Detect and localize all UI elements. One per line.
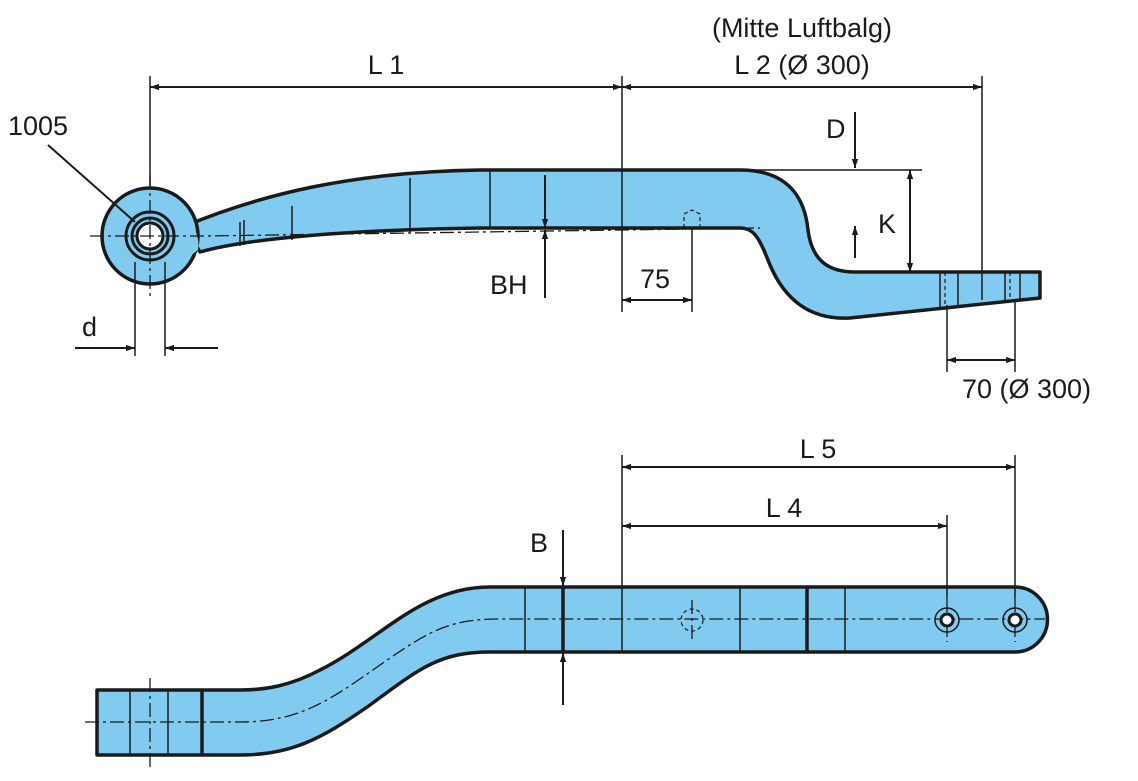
hole-l4 — [934, 607, 960, 633]
label-l1: L 1 — [368, 50, 405, 80]
label-d-lower: d — [82, 312, 97, 342]
spring-leaf-top — [95, 585, 1050, 757]
leader-1005 — [47, 144, 136, 223]
label-70: 70 (Ø 300) — [962, 374, 1091, 404]
label-b: B — [530, 528, 548, 558]
label-d-upper: D — [826, 114, 846, 144]
label-mitte: (Mitte Luftbalg) — [712, 13, 892, 43]
label-bh: BH — [490, 270, 528, 300]
label-part-no: 1005 — [8, 111, 68, 141]
side-view: (Mitte Luftbalg) L 1 L 2 (Ø 300) 1005 D … — [8, 13, 1091, 404]
label-l2: L 2 (Ø 300) — [734, 50, 870, 80]
label-l5: L 5 — [800, 434, 837, 464]
label-l4: L 4 — [766, 493, 803, 523]
spring-leaf-side — [183, 168, 1042, 320]
hole-l5 — [1002, 607, 1028, 633]
label-k: K — [878, 209, 896, 239]
center-hole — [680, 608, 704, 632]
label-75: 75 — [640, 264, 670, 294]
top-view: L 5 L 4 B — [85, 434, 1050, 770]
